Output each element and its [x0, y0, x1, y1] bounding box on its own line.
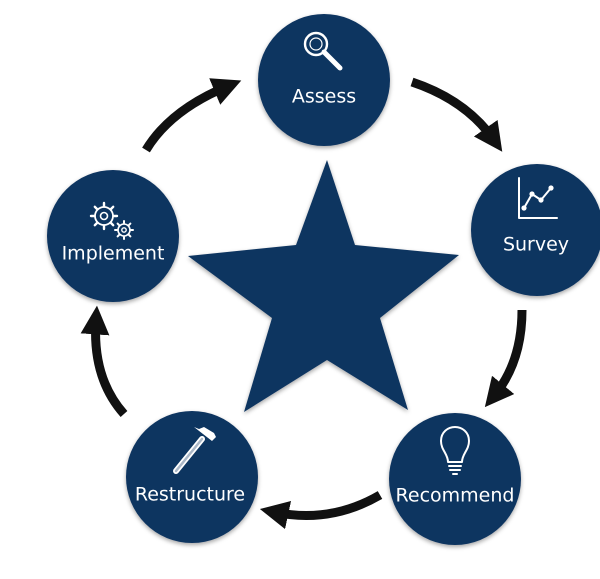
stage-label-implement: Implement [62, 243, 165, 265]
arrow-assess-to-survey [410, 77, 503, 152]
star-icon [188, 160, 459, 412]
cycle-arrows [80, 77, 527, 530]
line-chart-icon [518, 177, 558, 219]
stage-node-recommend: Recommend [389, 413, 521, 545]
gears-icon [89, 201, 134, 240]
arrow-implement-to-assess [142, 78, 242, 153]
stage-label-restructure: Restructure [135, 484, 245, 506]
stage-node-implement: Implement [47, 170, 179, 302]
stage-label-survey: Survey [503, 234, 569, 256]
arrow-recommend-to-restructure [259, 491, 383, 530]
stage-node-restructure: Restructure [126, 411, 258, 543]
hammer-icon [173, 427, 216, 474]
arrow-survey-to-recommend [484, 309, 527, 408]
stage-label-recommend: Recommend [396, 485, 515, 507]
stage-node-assess: Assess [258, 14, 390, 146]
magnifier-icon [303, 31, 343, 71]
stage-node-survey: Survey [471, 164, 600, 296]
lightbulb-icon [440, 426, 470, 475]
stage-label-assess: Assess [292, 86, 356, 108]
arrow-restructure-to-implement [80, 305, 128, 417]
